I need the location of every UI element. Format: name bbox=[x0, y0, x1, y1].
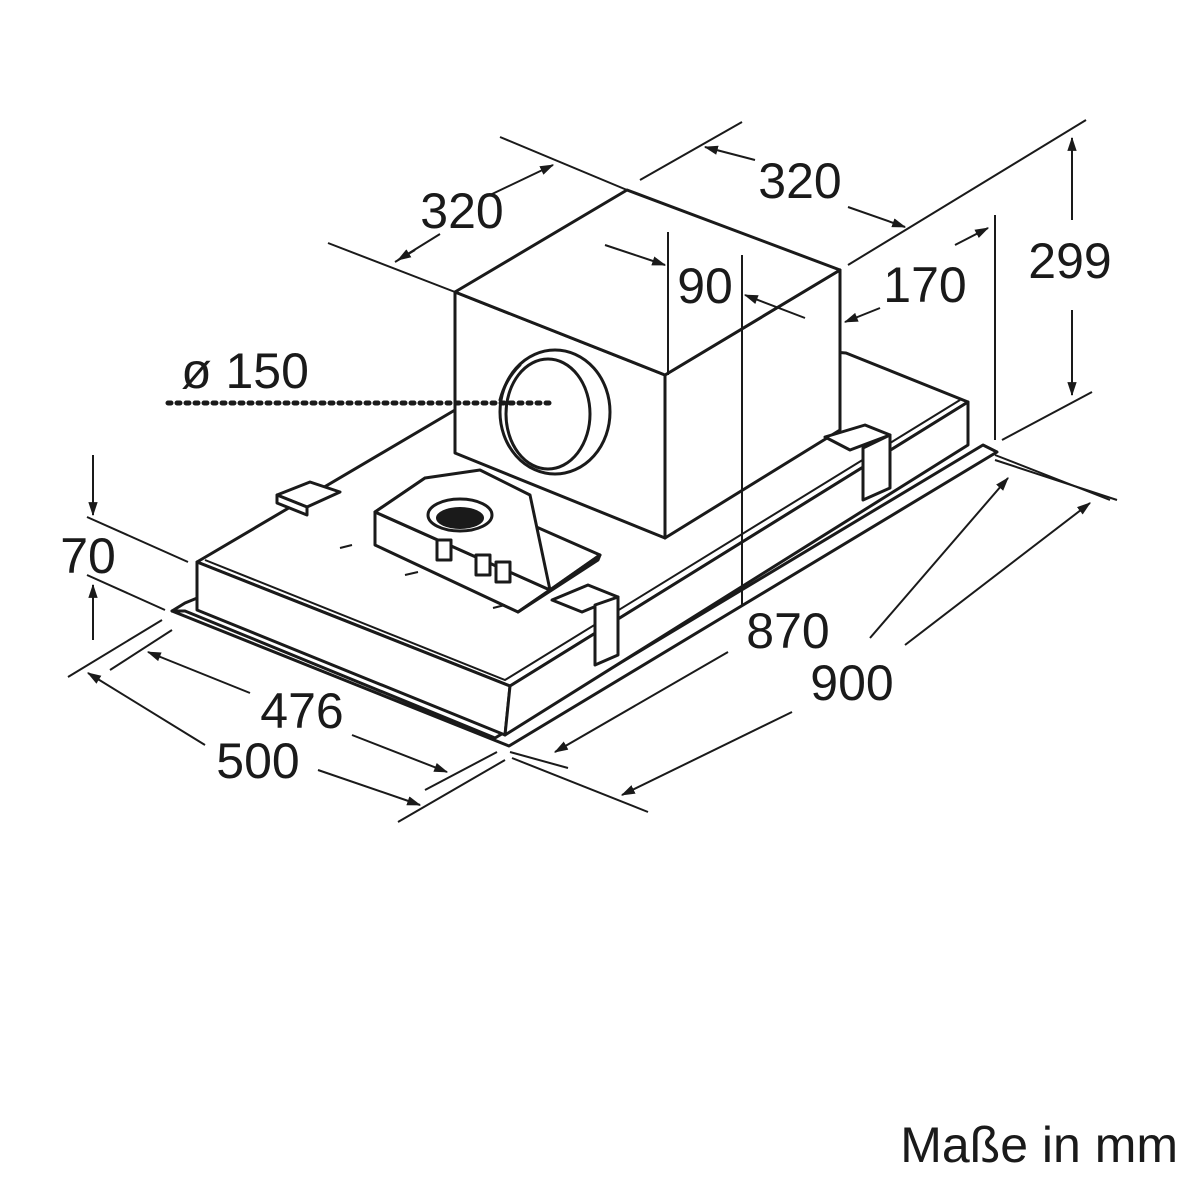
dim-body-height: 70 bbox=[60, 455, 189, 640]
label-outlet-diameter: ø 150 bbox=[181, 343, 309, 399]
dim-outlet-diameter: ø 150 bbox=[165, 343, 558, 406]
control-module bbox=[339, 468, 602, 614]
label-total-height: 299 bbox=[1028, 233, 1111, 289]
dim-total-height: 299 bbox=[1001, 136, 1112, 441]
dim-duct-width: 320 bbox=[639, 119, 1087, 266]
round-outlet bbox=[498, 348, 612, 476]
dim-offset-front: 90 bbox=[604, 232, 806, 605]
label-outer-width: 900 bbox=[810, 655, 893, 711]
label-inner-depth: 476 bbox=[260, 683, 343, 739]
unit-note: Maße in mm bbox=[900, 1117, 1178, 1173]
dim-inner-depth: 476 bbox=[109, 629, 498, 791]
dim-duct-depth: 320 bbox=[327, 136, 628, 293]
mounting-brackets bbox=[275, 423, 892, 667]
dim-outer-width: 900 bbox=[511, 459, 1118, 813]
label-duct-width: 320 bbox=[758, 153, 841, 209]
label-duct-depth: 320 bbox=[420, 183, 503, 239]
label-outer-depth: 500 bbox=[216, 733, 299, 789]
dim-offset-side: 170 bbox=[843, 215, 996, 440]
label-inner-width: 870 bbox=[746, 603, 829, 659]
label-body-height: 70 bbox=[60, 528, 116, 584]
label-offset-front: 90 bbox=[677, 258, 733, 314]
label-offset-side: 170 bbox=[883, 257, 966, 313]
dim-outer-depth: 500 bbox=[67, 619, 506, 823]
dim-inner-width: 870 bbox=[509, 454, 1111, 769]
